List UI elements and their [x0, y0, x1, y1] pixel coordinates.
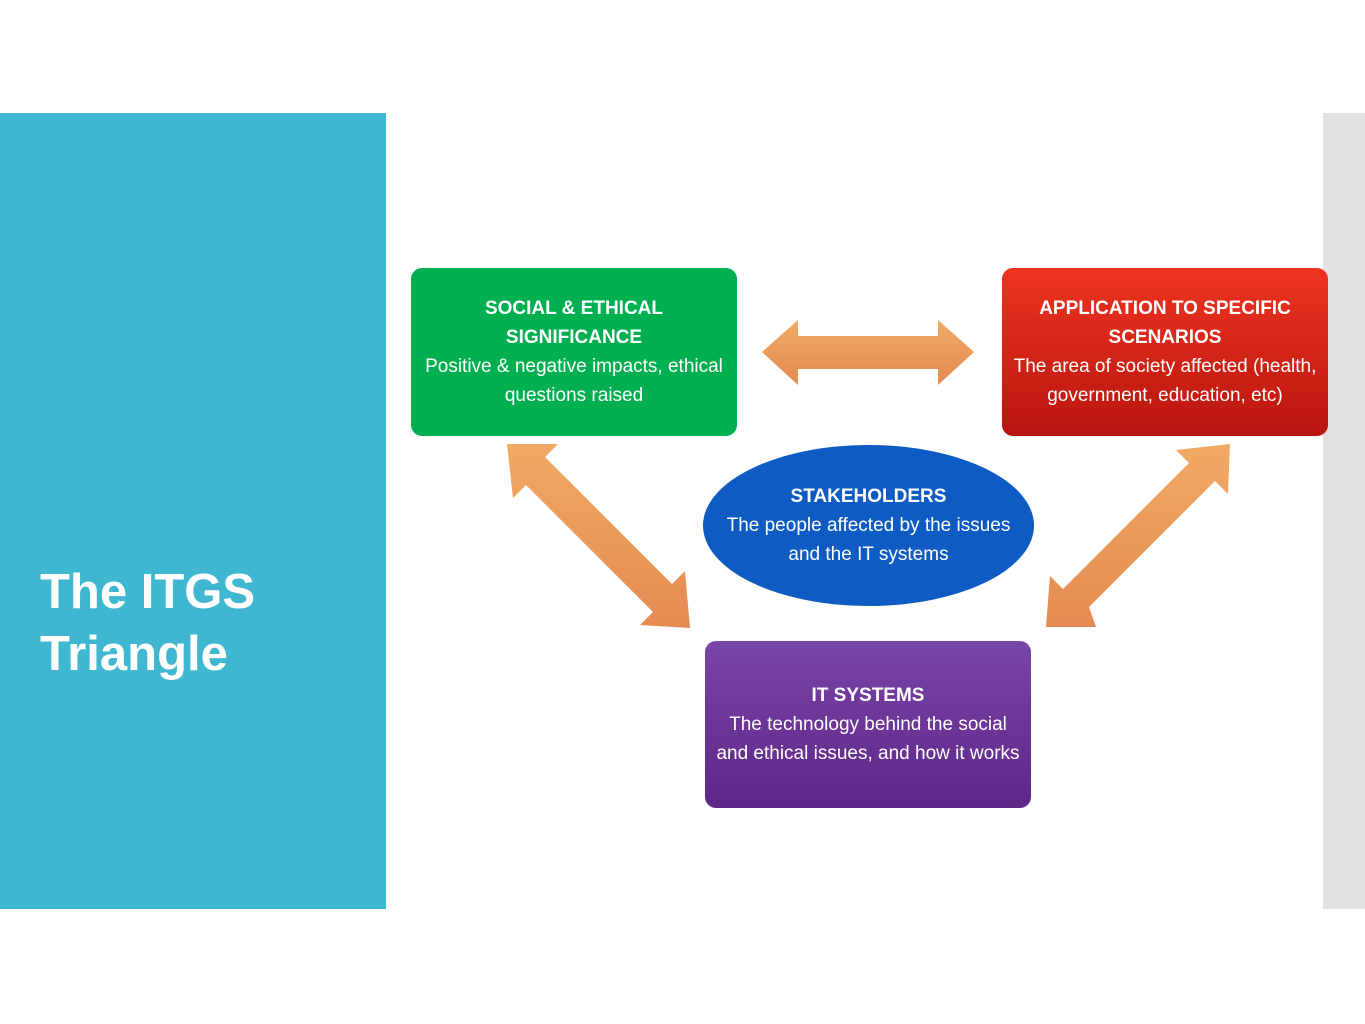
social-ethical-box: SOCIAL & ETHICAL SIGNIFICANCE Positive &… — [411, 268, 737, 436]
social-ethical-text: Positive & negative impacts, ethical que… — [425, 356, 723, 406]
right-edge-strip — [1323, 113, 1365, 909]
slide-title: The ITGS Triangle — [40, 565, 256, 681]
application-scenarios-text: The area of society affected (health, go… — [1013, 356, 1317, 406]
it-systems-heading: IT SYSTEMS — [811, 685, 925, 706]
title-sidebar: The ITGS Triangle — [0, 113, 386, 909]
social-ethical-heading: SOCIAL & ETHICAL SIGNIFICANCE — [484, 298, 664, 348]
double-arrow-left — [507, 444, 690, 628]
it-systems-box: IT SYSTEMS The technology behind the soc… — [705, 641, 1031, 808]
it-systems-text: The technology behind the social and eth… — [716, 714, 1020, 764]
stakeholders-heading: STAKEHOLDERS — [790, 486, 947, 507]
stakeholders-ellipse: STAKEHOLDERS The people affected by the … — [703, 445, 1034, 606]
double-arrow-right — [1046, 444, 1230, 627]
double-arrow-top — [762, 320, 974, 385]
application-scenarios-box: APPLICATION TO SPECIFIC SCENARIOS The ar… — [1002, 268, 1328, 436]
stakeholders-text: The people affected by the issues and th… — [726, 515, 1011, 565]
application-scenarios-heading: APPLICATION TO SPECIFIC SCENARIOS — [1039, 298, 1291, 348]
